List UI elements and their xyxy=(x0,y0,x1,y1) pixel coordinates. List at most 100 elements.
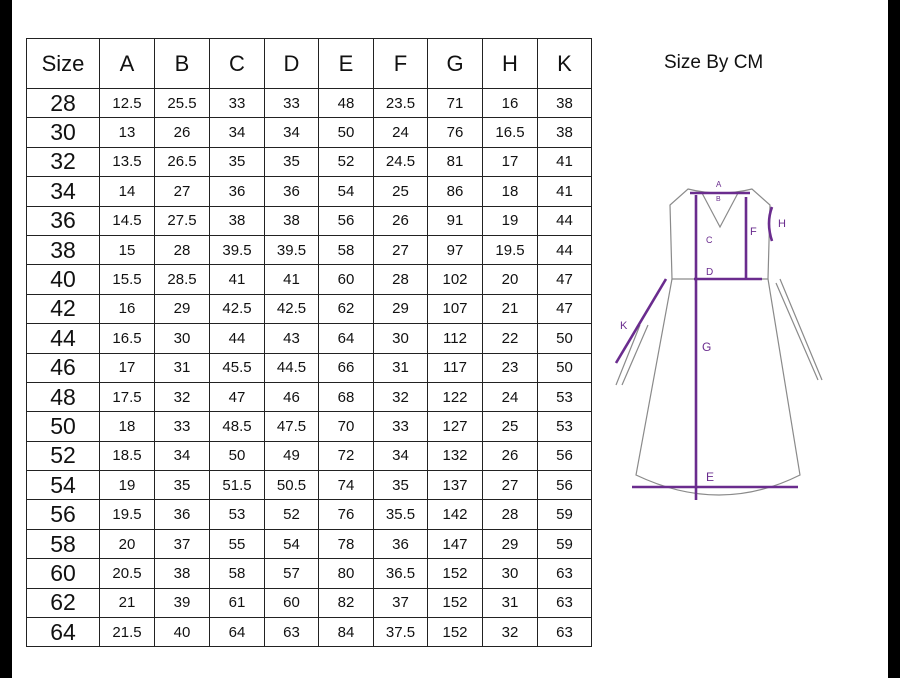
measurement-cell: 29 xyxy=(482,528,538,560)
size-cell: 52 xyxy=(26,440,100,472)
size-cell: 38 xyxy=(26,234,100,266)
measurement-cell: 51.5 xyxy=(209,470,265,501)
measurement-cell: 46 xyxy=(264,381,319,413)
header-b: B xyxy=(154,38,210,89)
measurement-cell: 45.5 xyxy=(209,352,265,383)
measurement-cell: 42.5 xyxy=(264,293,319,325)
left-frame-bar xyxy=(0,0,12,678)
right-frame-bar xyxy=(888,0,900,678)
measurement-cell: 107 xyxy=(427,293,483,325)
measurement-cell: 117 xyxy=(427,352,483,383)
measurement-cell: 18 xyxy=(482,176,538,207)
measurement-cell: 40 xyxy=(154,617,210,648)
measurement-cell: 56 xyxy=(537,440,592,472)
measurement-cell: 17 xyxy=(99,352,155,383)
measurement-cell: 38 xyxy=(209,205,265,236)
measurement-cell: 24 xyxy=(482,381,538,413)
label-d: D xyxy=(706,267,713,278)
measurement-cell: 50 xyxy=(537,323,592,354)
measurement-cell: 49 xyxy=(264,440,319,472)
measurement-cell: 76 xyxy=(318,499,374,530)
measurement-cell: 35 xyxy=(154,470,210,501)
size-cell: 54 xyxy=(26,470,100,501)
measurement-cell: 14.5 xyxy=(99,205,155,236)
measurement-cell: 59 xyxy=(537,528,592,560)
measurement-cell: 27.5 xyxy=(154,205,210,236)
size-cell: 60 xyxy=(26,558,100,589)
measurement-cell: 21.5 xyxy=(99,617,155,648)
measurement-cell: 50 xyxy=(537,352,592,383)
measurement-cell: 17.5 xyxy=(99,381,155,413)
measurement-cell: 152 xyxy=(427,617,483,648)
label-e: E xyxy=(706,470,714,484)
measurement-cell: 58 xyxy=(209,558,265,589)
header-e: E xyxy=(318,38,374,89)
header-d: D xyxy=(264,38,319,89)
measurement-cell: 39.5 xyxy=(264,234,319,266)
skirt-outline xyxy=(635,278,801,496)
measurement-cell: 14 xyxy=(99,176,155,207)
measurement-cell: 44.5 xyxy=(264,352,319,383)
measurement-cell: 37.5 xyxy=(373,617,428,648)
measurement-cell: 19 xyxy=(99,470,155,501)
measurement-cell: 132 xyxy=(427,440,483,472)
measure-line-h xyxy=(767,206,774,242)
right-sleeve-outline xyxy=(775,278,823,381)
size-cell: 30 xyxy=(26,117,100,148)
size-cell: 42 xyxy=(26,293,100,325)
measurement-cell: 50 xyxy=(209,440,265,472)
measurement-cell: 56 xyxy=(537,470,592,501)
measurement-cell: 37 xyxy=(154,528,210,560)
header-a: A xyxy=(99,38,155,89)
measurement-cell: 24.5 xyxy=(373,146,428,178)
measurement-cell: 22 xyxy=(482,323,538,354)
measurement-cell: 34 xyxy=(264,117,319,148)
measurement-cell: 27 xyxy=(373,234,428,266)
size-cell: 48 xyxy=(26,381,100,413)
measurement-cell: 38 xyxy=(264,205,319,236)
size-cell: 28 xyxy=(26,87,100,119)
measurement-cell: 28 xyxy=(373,264,428,295)
measurement-cell: 16 xyxy=(99,293,155,325)
measurement-cell: 97 xyxy=(427,234,483,266)
measurement-cell: 41 xyxy=(264,264,319,295)
measurement-cell: 41 xyxy=(209,264,265,295)
measurement-cell: 44 xyxy=(209,323,265,354)
measurement-cell: 47 xyxy=(209,381,265,413)
measurement-cell: 61 xyxy=(209,587,265,619)
measurement-cell: 63 xyxy=(537,558,592,589)
header-h: H xyxy=(482,38,538,89)
measurement-cell: 32 xyxy=(154,381,210,413)
measurement-cell: 47 xyxy=(537,264,592,295)
size-cell: 36 xyxy=(26,205,100,236)
measurement-lines xyxy=(614,191,798,500)
measurement-cell: 34 xyxy=(209,117,265,148)
measurement-cell: 33 xyxy=(264,87,319,119)
measurement-cell: 39 xyxy=(154,587,210,619)
measurement-cell: 48.5 xyxy=(209,411,265,442)
measurement-cell: 53 xyxy=(537,381,592,413)
label-c: C xyxy=(706,235,713,245)
table-header-row: Size A B C D E F G H K xyxy=(26,38,592,89)
measurement-cell: 16.5 xyxy=(482,117,538,148)
measurement-cell: 39.5 xyxy=(209,234,265,266)
measurement-cell: 59 xyxy=(537,499,592,530)
size-cell: 62 xyxy=(26,587,100,619)
label-a: A xyxy=(716,180,722,189)
measurement-cell: 35.5 xyxy=(373,499,428,530)
measurement-cell: 23.5 xyxy=(373,87,428,119)
measurement-cell: 27 xyxy=(154,176,210,207)
measurement-cell: 29 xyxy=(373,293,428,325)
measurement-cell: 38 xyxy=(537,87,592,119)
measurement-cell: 60 xyxy=(264,587,319,619)
measurement-cell: 56 xyxy=(318,205,374,236)
label-g: G xyxy=(702,340,711,354)
measurement-labels: A B C D E F G H K xyxy=(620,180,786,484)
measurement-cell: 74 xyxy=(318,470,374,501)
measurement-cell: 50.5 xyxy=(264,470,319,501)
measurement-cell: 55 xyxy=(209,528,265,560)
size-cell: 50 xyxy=(26,411,100,442)
